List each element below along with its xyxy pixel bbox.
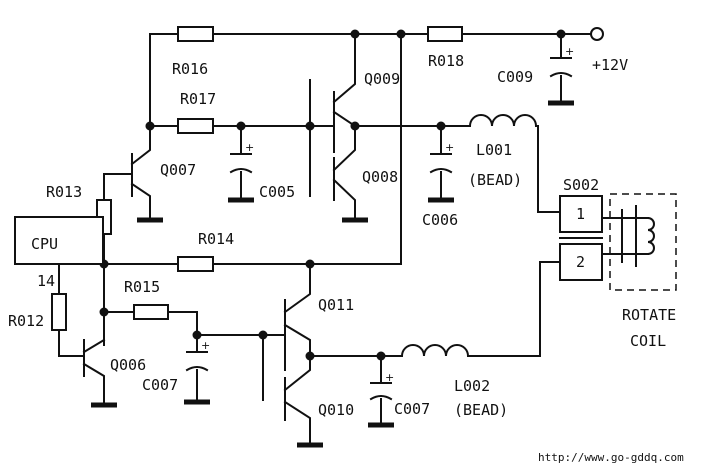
junction-dot [305, 259, 315, 269]
l002-note: (BEAD) [454, 401, 508, 419]
polarity-plus: + [245, 141, 254, 154]
c006-label: C006 [422, 211, 458, 229]
component-labels: CPU 14 R012 R013 R014 R015 R016 R017 R01… [8, 52, 676, 419]
q008-label: Q008 [362, 168, 398, 186]
capacitors [185, 57, 573, 401]
r013-label: R013 [46, 183, 82, 201]
vcc-label: +12V [592, 56, 628, 74]
q006-label: Q006 [110, 356, 146, 374]
junction-dot [305, 351, 315, 361]
coil-label-line1: ROTATE [622, 306, 676, 324]
l002-label: L002 [454, 377, 490, 395]
inductor-l002 [400, 344, 471, 358]
q010-label: Q010 [318, 401, 354, 419]
resistor-r015 [133, 304, 169, 320]
pin-2-label: 2 [576, 253, 585, 271]
resistor-r012 [51, 293, 67, 331]
junction-dot [376, 351, 386, 361]
c007-right-label: C007 [394, 400, 430, 418]
r012-label: R012 [8, 312, 44, 330]
coil-outline [609, 193, 677, 291]
connector-s002 [559, 195, 603, 281]
junction-dot [305, 121, 315, 131]
junction-dots [99, 29, 566, 361]
r015-label: R015 [124, 278, 160, 296]
junction-dot [258, 330, 268, 340]
cpu-pin-label: 14 [37, 272, 55, 290]
junction-dot [556, 29, 566, 39]
polarity-plus: + [565, 45, 574, 58]
junction-dot [236, 121, 246, 131]
inductors [400, 114, 539, 358]
coil-label-line2: COIL [630, 332, 666, 350]
capacitor-c005 [229, 153, 253, 174]
c009-label: C009 [497, 68, 533, 86]
cpu-block [14, 216, 104, 265]
resistor-r016 [177, 26, 214, 42]
junction-dot [350, 29, 360, 39]
resistor-r018 [427, 26, 463, 42]
q007-label: Q007 [160, 161, 196, 179]
cpu-label: CPU [31, 235, 58, 253]
junction-dot [145, 121, 155, 131]
junction-dot [350, 121, 360, 131]
c007-left-label: C007 [142, 376, 178, 394]
r018-label: R018 [428, 52, 464, 70]
resistor-r017 [177, 118, 214, 134]
polarity-marks: + + + + + [201, 45, 574, 384]
pin-1-label: 1 [576, 205, 585, 223]
q011-label: Q011 [318, 296, 354, 314]
inductor-l001 [468, 114, 539, 128]
vcc-terminal [590, 27, 604, 41]
capacitor-c006 [429, 153, 453, 174]
polarity-plus: + [201, 339, 210, 352]
s002-label: S002 [563, 176, 599, 194]
q009-label: Q009 [364, 70, 400, 88]
watermark-url: http://www.go-gddq.com [538, 451, 684, 464]
junction-dot [99, 307, 109, 317]
junction-dot [436, 121, 446, 131]
c005-label: C005 [259, 183, 295, 201]
r014-label: R014 [198, 230, 234, 248]
connector-pin-2 [559, 243, 603, 281]
junction-dot [192, 330, 202, 340]
l001-note: (BEAD) [468, 171, 522, 189]
resistor-r014 [177, 256, 214, 272]
rotate-coil [609, 193, 677, 291]
ground-symbols [91, 100, 574, 448]
capacitor-c007-right [369, 382, 393, 401]
polarity-plus: + [445, 141, 454, 154]
l001-label: L001 [476, 141, 512, 159]
capacitor-c009 [549, 57, 573, 78]
r016-label: R016 [172, 60, 208, 78]
connector-pin-1 [559, 195, 603, 233]
r017-label: R017 [180, 90, 216, 108]
junction-dot [396, 29, 406, 39]
capacitor-c007-left [185, 351, 209, 372]
polarity-plus: + [385, 371, 394, 384]
